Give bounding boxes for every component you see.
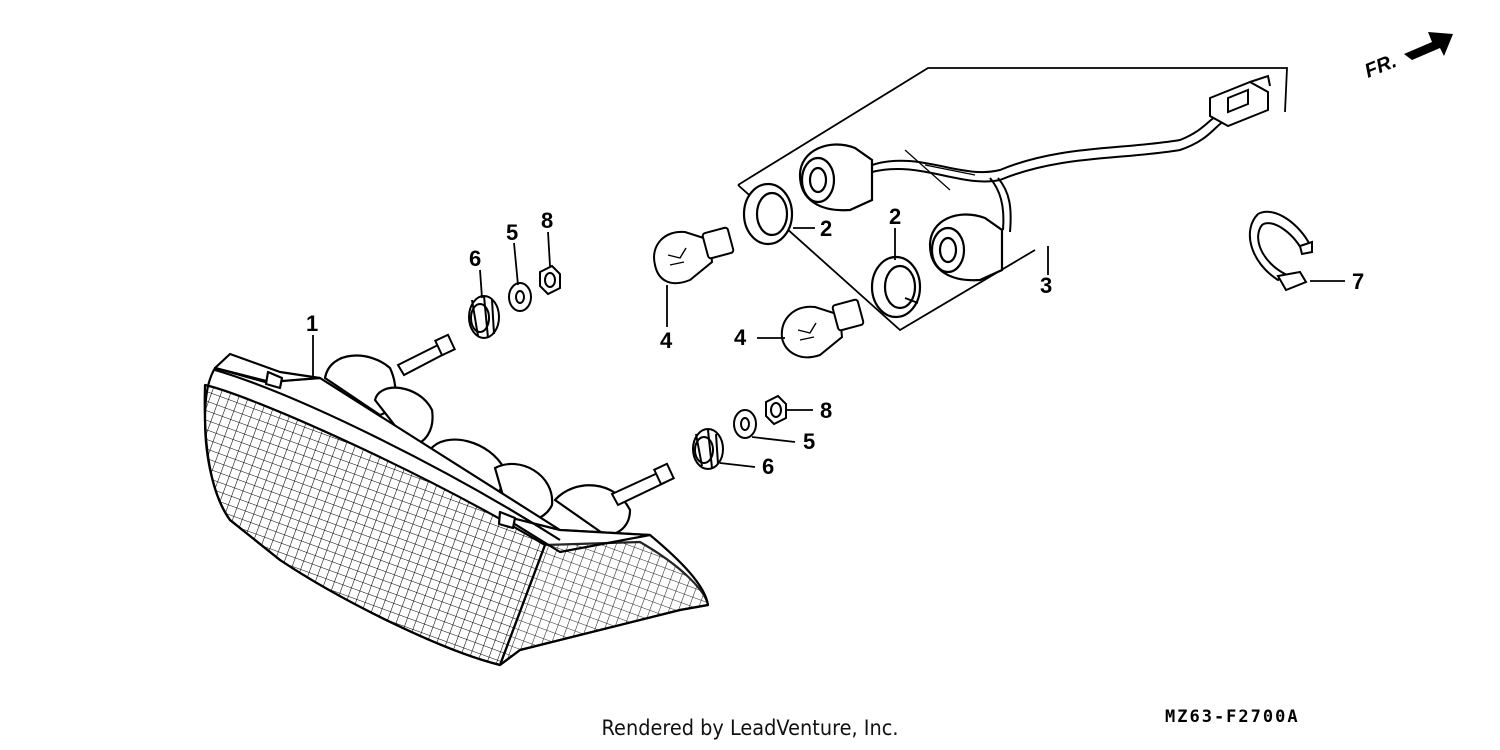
leader-lines xyxy=(312,227,1345,468)
callout-2-lower: 2 xyxy=(889,204,901,229)
washer-lower xyxy=(733,409,757,439)
wiring-harness xyxy=(871,111,1227,233)
credit-text: Rendered by LeadVenture, Inc. xyxy=(601,716,899,740)
nut-upper xyxy=(539,264,561,296)
figure-code: MZ63-F2700A xyxy=(1165,707,1300,727)
mounting-studs xyxy=(396,333,676,507)
callout-7: 7 xyxy=(1352,269,1364,294)
connector xyxy=(1209,74,1271,128)
arrow-right-icon xyxy=(1404,32,1453,60)
callout-1: 1 xyxy=(306,311,318,336)
callout-3: 3 xyxy=(1040,273,1052,298)
cable-tie xyxy=(1248,210,1313,292)
socket-assembly-frame xyxy=(737,67,1288,332)
callout-6-lower: 6 xyxy=(762,454,774,479)
callout-5-lower: 5 xyxy=(803,429,815,454)
grommet-lower xyxy=(692,428,724,470)
washer-upper xyxy=(508,282,532,312)
callout-2-upper: 2 xyxy=(820,216,832,241)
nut-lower xyxy=(765,394,787,426)
callout-6-upper: 6 xyxy=(469,246,481,271)
callout-8-lower: 8 xyxy=(820,398,832,423)
seal-upper xyxy=(742,182,794,246)
callout-8-upper: 8 xyxy=(541,208,553,233)
bulb-upper xyxy=(653,226,735,285)
callout-5-upper: 5 xyxy=(506,220,518,245)
callout-4-lower: 4 xyxy=(734,325,747,350)
front-direction-indicator: FR. xyxy=(1362,32,1453,83)
taillight-housing xyxy=(203,352,710,667)
grommet-upper xyxy=(468,295,500,339)
front-label: FR. xyxy=(1362,50,1400,82)
socket-upper xyxy=(798,143,874,212)
seal-lower xyxy=(870,255,922,319)
bulb-lower xyxy=(780,298,865,359)
socket-lower xyxy=(928,213,1004,282)
callout-4-upper: 4 xyxy=(660,328,673,353)
